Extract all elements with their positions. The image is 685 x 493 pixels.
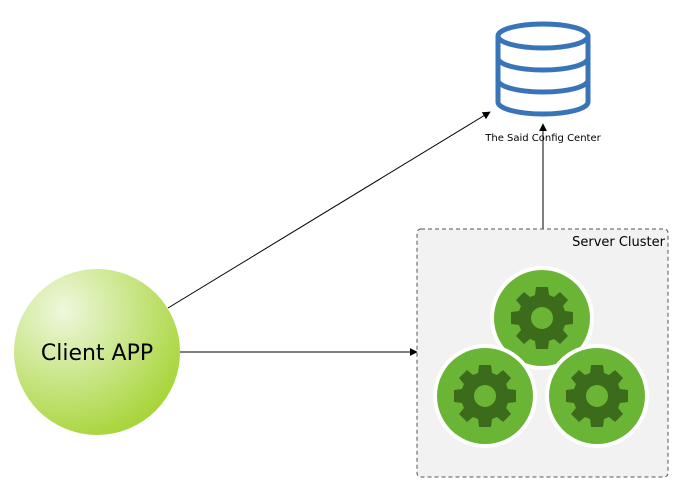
client-app-label: Client APP bbox=[41, 341, 153, 366]
server-member-right bbox=[545, 344, 649, 448]
server-cluster-node: Server Cluster bbox=[416, 228, 669, 478]
gear-icon bbox=[511, 287, 573, 349]
edges bbox=[167, 111, 547, 356]
client-app-node: Client APP bbox=[14, 269, 180, 435]
database-icon bbox=[495, 21, 591, 117]
gear-icon bbox=[454, 365, 516, 427]
config-center-node: The Said Config Center bbox=[484, 21, 602, 144]
config-center-label: The Said Config Center bbox=[484, 133, 601, 144]
server-member-left bbox=[433, 344, 537, 448]
client-app-circle bbox=[14, 269, 180, 435]
edge-client-to-config bbox=[167, 111, 491, 309]
gear-icon bbox=[566, 365, 628, 427]
server-cluster-label: Server Cluster bbox=[572, 235, 666, 250]
server-member-top bbox=[490, 266, 594, 370]
